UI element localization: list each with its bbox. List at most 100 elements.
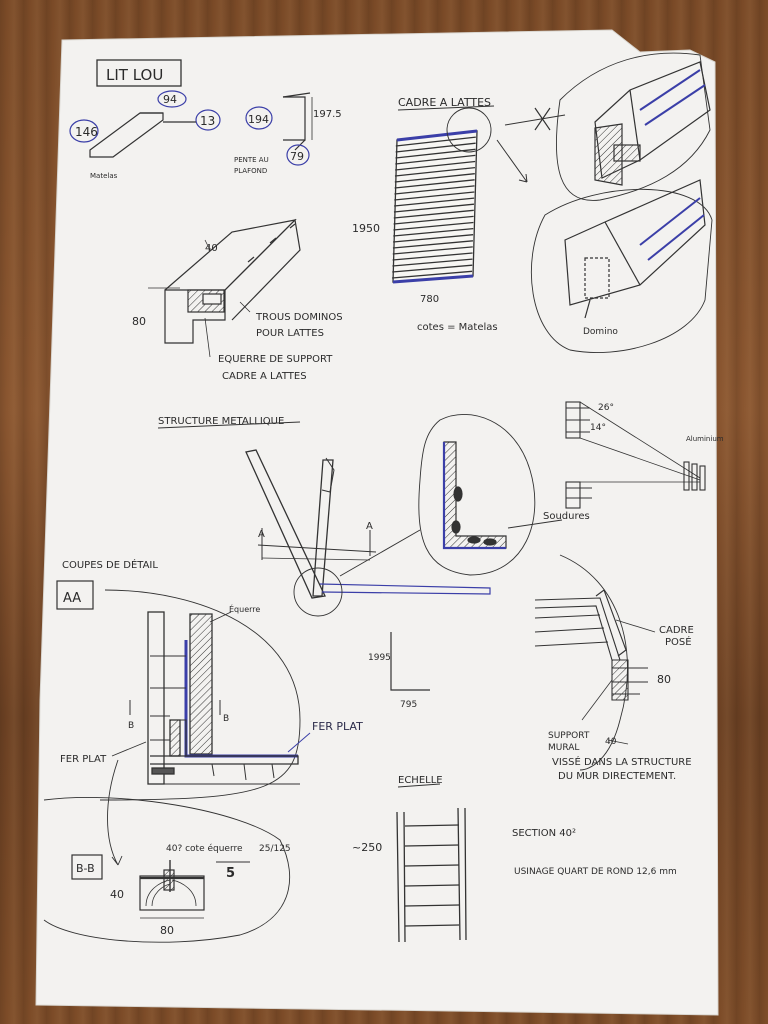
label-5: 5 [226,866,235,881]
slat [393,215,474,225]
label-1975: 197.5 [313,109,342,120]
label-echelle-height: ~250 [352,841,382,854]
label-trous-2: POUR LATTES [256,328,324,339]
label-dim-80: 80 [132,315,146,328]
label-support-1: SUPPORT [548,731,590,741]
label-mural-80: 80 [657,673,671,686]
label-visse-2: DU MUR DIRECTEMENT. [558,771,676,782]
page-title: LIT LOU [106,66,163,84]
label-a-left: A [258,529,265,540]
ceiling-slope-sketch [245,92,313,166]
title-block: LIT LOU [96,59,182,87]
slat [395,160,476,171]
mattress-sketch [69,90,221,158]
label-a-right: A [366,521,373,532]
section-bb-box [71,854,103,880]
joint-detail-top [555,52,711,201]
wall-support-drawing [534,554,656,771]
section-bb-drawing [139,860,250,919]
ladder-rung [404,824,460,827]
section-aa-label: AA [63,591,81,606]
label-bb-40: 40 [110,888,124,901]
label-mural-40: 40 [605,737,617,747]
welding-angle-sketch [565,401,706,509]
label-795: 795 [400,700,417,710]
label-cadre-note: cotes = Matelas [417,322,498,333]
label-equerre-2: CADRE A LATTES [222,371,307,382]
label-support-2: MURAL [548,743,579,753]
slat [394,197,475,207]
label-usinage: USINAGE QUART DE ROND 12,6 mm [514,867,677,877]
structure-title: STRUCTURE METALLIQUE [158,416,284,427]
label-pente: PENTE AU [234,156,269,164]
slat [392,270,473,279]
angle-section-detail [418,414,563,576]
section-aa-drawing [99,589,301,801]
slat [392,258,473,267]
label-cadre-width: 780 [420,294,439,305]
slat [395,136,476,147]
label-section: SECTION 40² [512,828,576,839]
slat [394,179,475,189]
slat [393,227,474,237]
joint-detail-domino [530,179,713,353]
slat [393,234,474,243]
label-bb-80: 80 [160,924,174,937]
label-146: 146 [75,125,98,139]
echelle-title: ECHELLE [398,775,443,786]
ladder-rung [404,924,460,927]
slat [392,264,473,273]
label-domino: Domino [583,327,618,337]
slat [392,240,473,249]
paper-sheet [35,29,719,1016]
ladder-rung [404,844,460,847]
label-13: 13 [200,114,215,128]
label-cadre-pose-2: POSÉ [665,635,692,648]
label-bb-note: 40? cote équerre [166,843,243,854]
small-l-profile [390,632,430,691]
label-equerre: Équerre [229,603,260,614]
label-aluminium: Aluminium [686,435,724,443]
slat [395,142,476,153]
slat [393,209,474,219]
label-94: 94 [163,93,177,106]
label-25125: 25/125 [259,844,291,854]
beam-profile-sketch [148,218,301,358]
label-194: 194 [248,113,269,126]
slat [395,154,476,165]
slat [392,246,473,255]
label-angle-26: 26° [598,403,614,413]
section-aa-box [56,580,94,610]
ladder-rung [404,884,460,887]
slat [394,166,476,177]
slat [392,252,473,261]
metal-structure-drawing [245,449,491,617]
label-1995: 1995 [368,653,391,663]
slat [394,185,475,195]
label-visse-1: VISSÉ DANS LA STRUCTURE [552,755,692,768]
label-soudures: Soudures [543,511,590,522]
label-dim-40: 40 [205,243,218,254]
coupes-title: COUPES DE DÉTAIL [62,558,158,571]
label-trous-1: TROUS DOMINOS [255,312,343,323]
label-cadre-pose-1: CADRE [659,625,694,636]
ladder-rung [404,904,460,907]
slat-frame-drawing [392,107,566,284]
label-b-left: B [128,721,134,731]
ladder-drawing [396,807,467,943]
slat [393,221,474,231]
slat [393,203,475,213]
cadre-title: CADRE A LATTES [398,96,491,109]
slat [394,191,475,201]
section-bb-label: B-B [76,862,95,875]
label-fer-plat-right: FER PLAT [312,720,363,733]
label-angle-14: 14° [590,423,606,433]
ladder-rung [404,864,460,867]
label-b-right: B [223,714,229,724]
label-cadre-height: 1950 [352,222,380,235]
label-matelas: Matelas [90,172,118,180]
slat [394,173,475,183]
label-fer-plat-left: FER PLAT [60,754,107,765]
label-plafond: PLAFOND [234,167,267,175]
